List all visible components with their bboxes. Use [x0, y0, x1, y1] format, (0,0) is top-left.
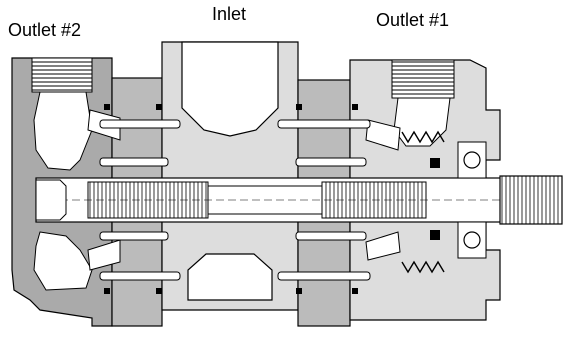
outlet-2-port-thread [31, 57, 93, 93]
seal-rings [104, 104, 440, 294]
outlet-2-passage [33, 91, 93, 171]
upper-pressure-wedge-right [365, 119, 401, 151]
lower-check-spring [401, 260, 445, 274]
inlet-label: Inlet [212, 4, 247, 24]
inlet-port-top [181, 41, 279, 137]
outlet-1-label: Outlet #1 [376, 10, 450, 30]
output-shaft-spline [499, 175, 563, 225]
outlet-1-port-thread [391, 59, 455, 99]
inlet-cavity-bottom [187, 253, 273, 301]
left-vane-pins [99, 119, 181, 281]
left-shaft-end-cap [35, 179, 67, 221]
shaft-bearing [457, 141, 487, 259]
outlet-2-lower-passage [33, 231, 93, 291]
outlet-2-label: Outlet #2 [8, 20, 82, 40]
lower-pressure-wedge-right [365, 231, 401, 261]
right-vane-pins [277, 119, 371, 281]
upper-check-spring [401, 130, 445, 144]
